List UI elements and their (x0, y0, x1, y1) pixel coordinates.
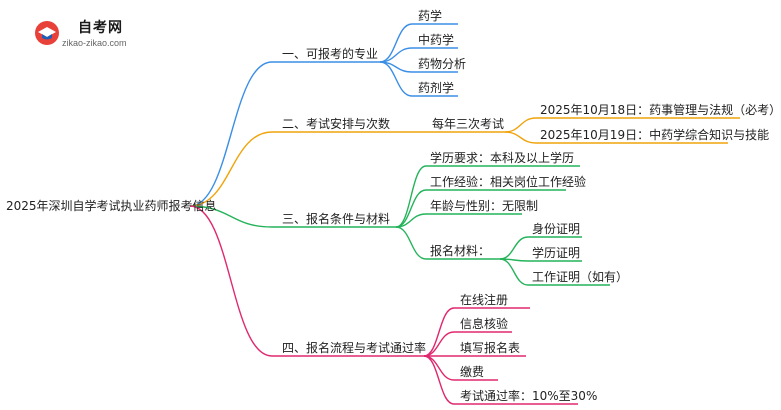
materials-connector (499, 258, 529, 286)
branch-3-connector (395, 165, 427, 228)
major-item: 药剂学 (418, 81, 455, 95)
exam-date-item: 2025年10月18日：药事管理与法规（必考） (540, 103, 781, 117)
logo-subtitle: zikao-zikao.com (62, 38, 127, 48)
branch-1-connector (379, 61, 413, 97)
site-logo[interactable]: 自考网 zikao-zikao.com (34, 14, 144, 54)
material-item: 工作证明（如有） (532, 270, 629, 284)
materials-connector (499, 236, 529, 260)
branch-1-connector (379, 23, 413, 63)
process-step: 填写报名表 (460, 341, 521, 355)
process-step: 在线注册 (460, 293, 509, 307)
branch-4-connector (423, 331, 455, 357)
schedule-frequency: 每年三次考试 (432, 117, 505, 131)
mind-map-connectors (189, 23, 740, 405)
root-to-branch-1 (189, 61, 273, 207)
materials-label: 报名材料： (430, 244, 491, 258)
branch-schedule[interactable]: 二、考试安排与次数 (282, 117, 391, 131)
process-step: 缴费 (460, 365, 485, 379)
branch-3-connector (395, 226, 427, 260)
branch-3-connector (395, 189, 427, 228)
root-topic: 2025年深圳自学考试执业药师报考信息 (6, 199, 217, 213)
graduation-cap-icon (35, 21, 59, 45)
root-to-branch-2 (189, 131, 273, 207)
pass-rate: 考试通过率：10%至30% (460, 389, 598, 403)
logo-title: 自考网 (78, 20, 123, 36)
branch-2-connector (504, 117, 537, 133)
branch-majors[interactable]: 一、可报考的专业 (282, 47, 379, 61)
major-item: 药物分析 (418, 57, 467, 71)
root-to-branch-4 (189, 205, 273, 357)
requirement-item: 学历要求：本科及以上学历 (430, 151, 575, 165)
branch-3-connector (395, 213, 427, 228)
major-item: 中药学 (418, 33, 455, 47)
branch-4-connector (423, 355, 455, 405)
process-step: 信息核验 (460, 317, 509, 331)
requirement-item: 年龄与性别：无限制 (430, 199, 539, 213)
branch-4-connector (423, 307, 455, 357)
material-item: 学历证明 (532, 246, 581, 260)
material-item: 身份证明 (532, 222, 581, 236)
root-to-branch-3 (189, 205, 273, 228)
branch-4-connector (423, 355, 455, 381)
branch-2-connector (504, 131, 537, 144)
requirement-item: 工作经验：相关岗位工作经验 (430, 175, 587, 189)
branch-process[interactable]: 四、报名流程与考试通过率 (282, 341, 427, 355)
major-item: 药学 (418, 9, 443, 23)
exam-date-item: 2025年10月19日：中药学综合知识与技能 (540, 128, 770, 142)
branch-requirements[interactable]: 三、报名条件与材料 (282, 212, 391, 226)
